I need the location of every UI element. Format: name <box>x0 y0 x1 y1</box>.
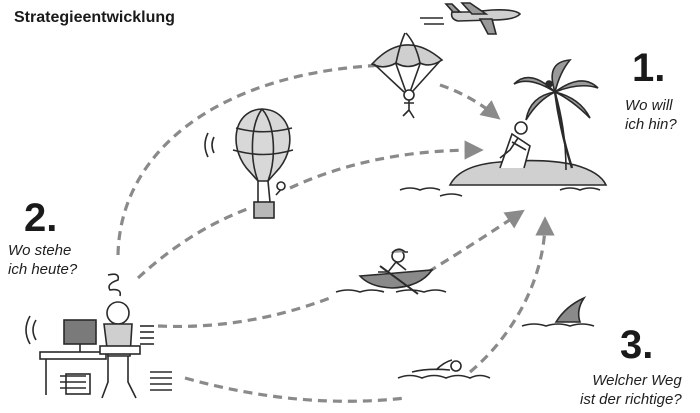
parachute-icon <box>370 32 444 119</box>
goal-number: 1. <box>632 46 666 90</box>
path-arrow-top <box>116 63 386 256</box>
path-arrow-bottom <box>184 376 406 403</box>
goal-caption: Wo will ich hin? <box>625 96 677 134</box>
path-caption: Welcher Weg ist der richtige? <box>580 371 682 409</box>
goal-caption-line1: Wo will <box>625 97 673 114</box>
office-desk-person-icon <box>25 273 172 399</box>
island-palm-icon <box>399 59 608 197</box>
path-number: 3. <box>620 323 654 367</box>
shark-fin-icon <box>521 296 595 327</box>
current-caption-line1: Wo stehe <box>8 242 72 259</box>
hot-air-balloon-icon <box>204 108 294 219</box>
path-caption-line1: Welcher Weg <box>592 372 682 389</box>
diagram-title: Strategieentwicklung <box>14 9 175 26</box>
path-arrow-boat <box>157 296 331 329</box>
path-arrows <box>116 63 555 403</box>
current-caption: Wo stehe ich heute? <box>8 241 77 279</box>
path-arrow-balloon-island <box>289 140 484 190</box>
rowing-boat-icon <box>335 248 447 295</box>
goal-caption-line2: ich hin? <box>625 116 677 133</box>
path-arrow-boat-island <box>427 209 525 274</box>
airplane-icon <box>420 2 522 35</box>
path-caption-line2: ist der richtige? <box>580 391 682 408</box>
path-arrow-balloon <box>136 206 251 280</box>
current-caption-line2: ich heute? <box>8 261 78 278</box>
swimmer-icon <box>397 359 491 379</box>
path-arrow-parachute <box>439 83 501 120</box>
current-number: 2. <box>24 196 58 240</box>
path-arrow-swimmer-island <box>468 216 555 374</box>
